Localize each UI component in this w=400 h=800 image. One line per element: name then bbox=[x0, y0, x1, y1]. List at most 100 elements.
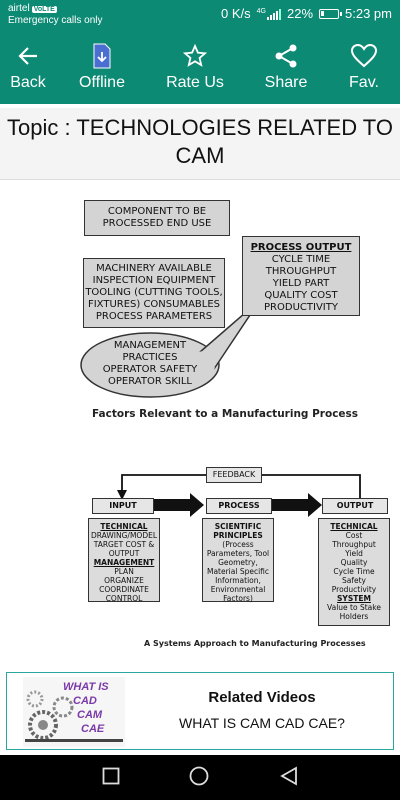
star-icon bbox=[166, 42, 224, 70]
output-detail-line: Cycle Time bbox=[333, 567, 375, 576]
input-process-arrow bbox=[154, 493, 204, 517]
process-output-arrow bbox=[272, 493, 322, 517]
output-line: PRODUCTIVITY bbox=[264, 302, 338, 313]
rate-us-button[interactable]: Rate Us bbox=[166, 42, 224, 92]
circle-icon bbox=[189, 766, 209, 786]
battery-fill bbox=[321, 10, 325, 16]
diagram1-caption: Factors Relevant to a Manufacturing Proc… bbox=[92, 408, 359, 420]
process-output-box: PROCESS OUTPUT CYCLE TIME THROUGHPUT YIE… bbox=[242, 236, 360, 316]
process-detail-line: Factors) bbox=[223, 594, 253, 603]
output-detail-line: Throughput bbox=[332, 540, 376, 549]
back-button[interactable]: Back bbox=[8, 42, 48, 92]
process-detail-line: Geometry, bbox=[218, 558, 258, 567]
system-nav-bar bbox=[0, 755, 400, 800]
carrier-name: airtel bbox=[8, 3, 30, 14]
output-detail-line: Holders bbox=[339, 612, 369, 621]
input-detail-line: ORGANIZE bbox=[104, 576, 144, 585]
process-detail-box: SCIENTIFIC PRINCIPLES (Process Parameter… bbox=[202, 518, 274, 603]
output-detail-line: Productivity bbox=[331, 585, 377, 594]
volte-badge: VoLTE bbox=[31, 6, 57, 13]
back-nav-button[interactable] bbox=[279, 766, 299, 791]
process-header-box: PROCESS bbox=[206, 498, 272, 514]
clock: 5:23 pm bbox=[345, 6, 392, 21]
input-detail-line: OUTPUT bbox=[108, 549, 140, 558]
app-toolbar: Back Offline Rate Us Share Fav. bbox=[0, 32, 400, 104]
share-icon bbox=[264, 42, 308, 70]
output-line: QUALITY COST bbox=[264, 290, 338, 301]
input-detail-line: TARGET COST & bbox=[93, 540, 155, 549]
content-figure: COMPONENT TO BE PROCESSED END USE MACHIN… bbox=[0, 182, 400, 670]
process-detail-line: (Process bbox=[222, 540, 254, 549]
process-detail-line: Parameters, Tool bbox=[206, 549, 270, 558]
management-text: MANAGEMENT PRACTICES OPERATOR SAFETY OPE… bbox=[90, 340, 210, 388]
related-video-subtitle[interactable]: WHAT IS CAM CAD CAE? bbox=[179, 715, 345, 731]
input-line: FIXTURES) CONSUMABLES bbox=[87, 299, 221, 310]
output-detail-line: Quality bbox=[340, 558, 368, 567]
process-detail-line: Environmental bbox=[210, 585, 266, 594]
mgmt-line: MANAGEMENT bbox=[113, 340, 187, 351]
back-label: Back bbox=[10, 74, 46, 91]
signal-icon: 4G bbox=[257, 8, 281, 20]
component-box: COMPONENT TO BE PROCESSED END USE bbox=[84, 200, 230, 236]
figure-connectors bbox=[80, 299, 361, 517]
feedback-arrowhead bbox=[117, 490, 127, 500]
input-line: TOOLING (CUTTING TOOLS, bbox=[85, 287, 223, 298]
management-ellipse bbox=[80, 332, 220, 398]
process-detail-line: Material Specific bbox=[206, 567, 270, 576]
square-icon bbox=[102, 767, 120, 785]
heart-icon bbox=[344, 42, 384, 70]
output-detail-line: Yield bbox=[345, 549, 363, 558]
home-button[interactable] bbox=[189, 766, 209, 791]
mgmt-line: OPERATOR SAFETY bbox=[102, 364, 198, 375]
callout-join bbox=[198, 351, 216, 370]
input-detail-heading: TECHNICAL bbox=[100, 522, 148, 531]
video-thumbnail[interactable]: WHAT IS CAD CAM CAE bbox=[23, 677, 125, 747]
triangle-back-icon bbox=[280, 766, 297, 786]
related-videos-title: Related Videos bbox=[208, 689, 316, 706]
feedback-right-line bbox=[262, 474, 361, 498]
process-detail-heading: PRINCIPLES bbox=[213, 531, 263, 540]
output-detail-line: Cost bbox=[345, 531, 363, 540]
feedback-box: FEEDBACK bbox=[206, 467, 262, 483]
process-output-title: PROCESS OUTPUT bbox=[250, 242, 352, 253]
component-line: COMPONENT TO BE bbox=[107, 206, 207, 217]
offline-label: Offline bbox=[79, 74, 125, 91]
input-header-box: INPUT bbox=[92, 498, 154, 514]
favorite-button[interactable]: Fav. bbox=[344, 42, 384, 92]
process-detail-heading: SCIENTIFIC bbox=[214, 522, 262, 531]
mgmt-line: PRACTICES bbox=[122, 352, 178, 363]
related-video-card[interactable]: WHAT IS CAD CAM CAE Related Videos WHAT … bbox=[6, 672, 394, 750]
output-detail-heading: SYSTEM bbox=[337, 594, 371, 603]
output-detail-heading: TECHNICAL bbox=[330, 522, 378, 531]
component-line: PROCESSED END USE bbox=[102, 218, 212, 229]
offline-button[interactable]: Offline bbox=[78, 42, 126, 92]
input-detail-line: PLAN bbox=[114, 567, 134, 576]
battery-icon bbox=[319, 8, 343, 19]
mgmt-line: OPERATOR SKILL bbox=[108, 376, 192, 387]
output-detail-box: TECHNICAL Cost Throughput Yield Quality … bbox=[318, 518, 390, 626]
net-speed: 0 K/s bbox=[221, 6, 251, 21]
process-detail-line: Information, bbox=[215, 576, 261, 585]
input-line: INSPECTION EQUIPMENT bbox=[92, 275, 216, 286]
thumb-text: WHAT IS bbox=[63, 681, 109, 693]
share-button[interactable]: Share bbox=[264, 42, 308, 92]
input-line: PROCESS PARAMETERS bbox=[95, 311, 213, 322]
output-detail-line: Value to Stake bbox=[327, 603, 381, 612]
output-line: CYCLE TIME bbox=[271, 254, 331, 265]
share-label: Share bbox=[264, 74, 308, 91]
emergency-label: Emergency calls only bbox=[8, 15, 103, 26]
inputs-box: MACHINERY AVAILABLE INSPECTION EQUIPMENT… bbox=[83, 258, 225, 328]
output-detail-line: Safety bbox=[342, 576, 366, 585]
input-detail-line: COORDINATE bbox=[99, 585, 149, 594]
recents-button[interactable] bbox=[102, 767, 120, 790]
input-detail-box: TECHNICAL DRAWING/MODEL TARGET COST & OU… bbox=[88, 518, 160, 603]
back-arrow-icon bbox=[8, 42, 48, 70]
rate-us-label: Rate Us bbox=[166, 74, 224, 91]
output-header-box: OUTPUT bbox=[322, 498, 388, 514]
input-detail-line: DRAWING/MODEL bbox=[90, 531, 158, 540]
network-type: 4G bbox=[256, 7, 266, 15]
download-file-icon bbox=[78, 42, 126, 70]
favorite-label: Fav. bbox=[349, 74, 379, 91]
